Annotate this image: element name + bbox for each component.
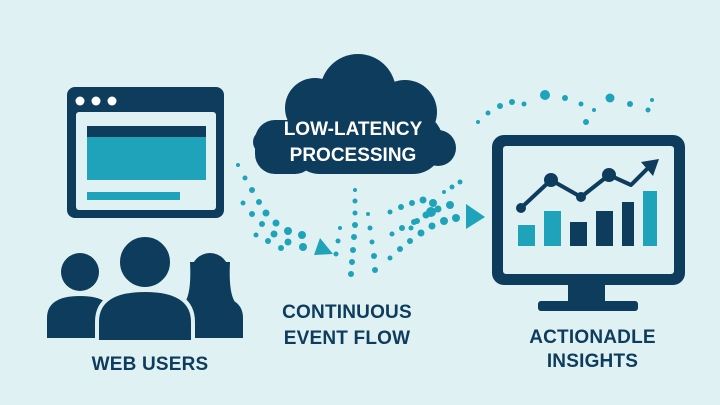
- flow-dot: [449, 184, 455, 190]
- web-users-label: WEB USERS: [91, 354, 209, 375]
- flow-dot: [351, 234, 357, 240]
- flow-dot: [389, 231, 395, 237]
- flow-dot: [414, 218, 420, 224]
- flow-dot: [338, 226, 342, 230]
- flow-dot: [256, 199, 262, 205]
- flow-dot: [236, 163, 240, 167]
- monitor-chart-icon: [492, 135, 685, 311]
- event-flow-label-line2: EVENT FLOW: [283, 328, 411, 349]
- event-flow-dots: [236, 90, 654, 277]
- flow-dot: [353, 188, 357, 192]
- flow-dot: [509, 99, 515, 105]
- flow-dot: [352, 222, 358, 228]
- flow-dot: [409, 200, 415, 206]
- flow-dot: [335, 238, 341, 244]
- flow-dot: [350, 247, 356, 253]
- flow-dot: [348, 271, 354, 277]
- flow-dot: [397, 246, 403, 252]
- flow-dot: [562, 95, 568, 101]
- flow-dot: [272, 219, 280, 227]
- flow-dot: [592, 108, 596, 112]
- flow-dot: [434, 205, 442, 213]
- flow-dot: [333, 251, 339, 257]
- flow-dot: [440, 217, 448, 225]
- browser-window-icon: [67, 87, 224, 218]
- flow-dot: [265, 238, 271, 244]
- flow-dot: [249, 187, 255, 193]
- flow-dot: [452, 214, 460, 222]
- cloud-label-line1: LOW-LATENCY: [283, 119, 423, 140]
- event-flow-label: CONTINUOUS EVENT FLOW: [262, 300, 432, 352]
- flow-dot: [476, 120, 480, 124]
- flow-dot: [645, 107, 651, 113]
- flow-dot: [240, 200, 246, 206]
- flow-dot: [387, 209, 393, 215]
- flow-dot: [419, 196, 427, 204]
- flow-dot: [521, 101, 527, 107]
- users-icon: [47, 233, 243, 344]
- flow-dot: [485, 110, 491, 116]
- flow-dot: [369, 239, 375, 245]
- insights-label-line2: INSIGHTS: [546, 351, 639, 372]
- flow-dot: [627, 101, 633, 107]
- flow-dot: [352, 198, 358, 204]
- flow-dot: [352, 210, 358, 216]
- cloud-label: LOW-LATENCY PROCESSING: [268, 117, 438, 169]
- flow-dot: [299, 243, 307, 251]
- flow-dot: [446, 201, 454, 209]
- flow-dot: [442, 190, 446, 194]
- flow-dot: [262, 209, 270, 217]
- flow-dot: [398, 204, 404, 210]
- flow-dot: [242, 175, 248, 181]
- flow-dot: [429, 199, 437, 207]
- flow-dot: [605, 93, 615, 103]
- flow-dot: [366, 212, 370, 216]
- flow-dot: [387, 255, 393, 261]
- cloud-label-line2: PROCESSING: [289, 145, 417, 166]
- flow-dot: [497, 103, 503, 109]
- flow-dot: [372, 267, 378, 273]
- flow-dot: [284, 227, 292, 235]
- flow-dot: [407, 238, 413, 244]
- insights-label-line1: ACTIONADLE: [529, 327, 656, 348]
- flow-dot: [457, 179, 463, 185]
- arrow-icon: [466, 204, 485, 229]
- arrow-icon: [314, 238, 333, 255]
- flow-dot: [417, 229, 425, 237]
- insights-label: ACTIONADLE INSIGHTS: [510, 326, 675, 374]
- flow-dot: [428, 222, 436, 230]
- flow-dot: [578, 101, 584, 107]
- flow-dot: [650, 98, 654, 102]
- flow-dot: [249, 211, 255, 217]
- cloud-icon: [253, 54, 456, 174]
- flow-dot: [284, 238, 292, 246]
- flow-dot: [278, 245, 284, 251]
- flow-dot: [426, 207, 436, 217]
- flow-dot: [349, 259, 355, 265]
- flow-dot: [367, 225, 373, 231]
- flow-dot: [270, 230, 278, 238]
- flow-dot: [408, 225, 414, 231]
- event-flow-label-line1: CONTINUOUS: [282, 302, 412, 323]
- flow-dot: [583, 119, 589, 125]
- flow-dot: [253, 232, 259, 238]
- flow-dot: [259, 221, 265, 227]
- flow-dot: [298, 231, 306, 239]
- flow-dot: [399, 225, 405, 231]
- flow-dot: [371, 253, 377, 259]
- flow-dot: [540, 90, 550, 100]
